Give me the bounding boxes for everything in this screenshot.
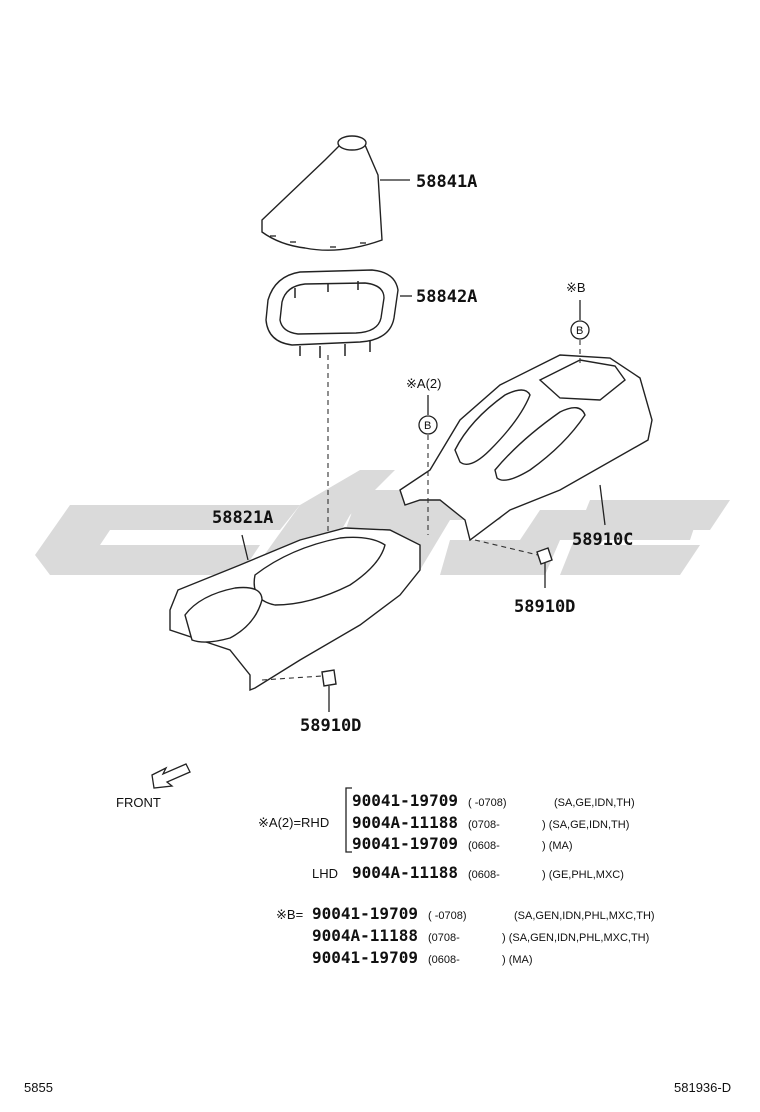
note-a-row3-codes: ) (MA) bbox=[542, 840, 573, 852]
ref-circle-a bbox=[418, 415, 438, 435]
note-b-row2-range: (0708- bbox=[428, 932, 460, 944]
ref-label-b: ※B bbox=[566, 280, 586, 295]
note-b-label: ※B= bbox=[276, 907, 303, 922]
boot-retainer-part bbox=[265, 269, 412, 358]
clip-right bbox=[474, 539, 553, 588]
part-label-58910d-bottom: 58910D bbox=[300, 716, 361, 736]
part-label-58910c: 58910C bbox=[572, 530, 633, 550]
note-b-row1-range: ( -0708) bbox=[428, 910, 467, 922]
front-console-part bbox=[169, 527, 421, 692]
note-b-row3-range: (0608- bbox=[428, 954, 460, 966]
front-arrow-icon bbox=[151, 763, 191, 789]
note-b-row3-codes: ) (MA) bbox=[502, 954, 533, 966]
part-label-58842a: 58842A bbox=[416, 287, 477, 307]
ref-circle-b bbox=[570, 320, 590, 340]
note-a-row1-codes: (SA,GE,IDN,TH) bbox=[554, 797, 635, 809]
rear-console-part bbox=[399, 354, 653, 542]
note-a-row1-part: 90041-19709 bbox=[352, 791, 458, 810]
note-b-row1-part: 90041-19709 bbox=[312, 904, 418, 923]
clip-bottom bbox=[261, 669, 337, 712]
part-label-58821a: 58821A bbox=[212, 508, 273, 528]
note-a-row2-codes: ) (SA,GE,IDN,TH) bbox=[542, 819, 629, 831]
note-lhd-part: 9004A-11188 bbox=[352, 863, 458, 882]
note-b-row1-codes: (SA,GEN,IDN,PHL,MXC,TH) bbox=[514, 910, 655, 922]
front-label: FRONT bbox=[116, 795, 161, 810]
note-a-row2-range: (0708- bbox=[468, 819, 500, 831]
note-a-row2-part: 9004A-11188 bbox=[352, 813, 458, 832]
note-a-row1-range: ( -0708) bbox=[468, 797, 507, 809]
note-a-row3-part: 90041-19709 bbox=[352, 834, 458, 853]
shift-boot-part bbox=[261, 135, 410, 251]
note-a-label: ※A(2)=RHD bbox=[258, 815, 329, 830]
note-b-row2-part: 9004A-11188 bbox=[312, 926, 418, 945]
footer-page-code: 5855 bbox=[24, 1080, 53, 1095]
note-a-row3-range: (0608- bbox=[468, 840, 500, 852]
footer-figure-code: 581936-D bbox=[674, 1080, 731, 1095]
ref-label-a: ※A(2) bbox=[406, 376, 441, 391]
part-label-58910d-right: 58910D bbox=[514, 597, 575, 617]
note-lhd-label: LHD bbox=[312, 866, 338, 881]
note-b-row3-part: 90041-19709 bbox=[312, 948, 418, 967]
note-b-row2-codes: ) (SA,GEN,IDN,PHL,MXC,TH) bbox=[502, 932, 649, 944]
note-a-bracket bbox=[345, 787, 352, 853]
ref-circle-b-letter: B bbox=[576, 325, 583, 337]
ref-circle-a-letter: B bbox=[424, 420, 431, 432]
note-lhd-range: (0608- bbox=[468, 869, 500, 881]
part-label-58841a: 58841A bbox=[416, 172, 477, 192]
note-lhd-codes: ) (GE,PHL,MXC) bbox=[542, 869, 624, 881]
